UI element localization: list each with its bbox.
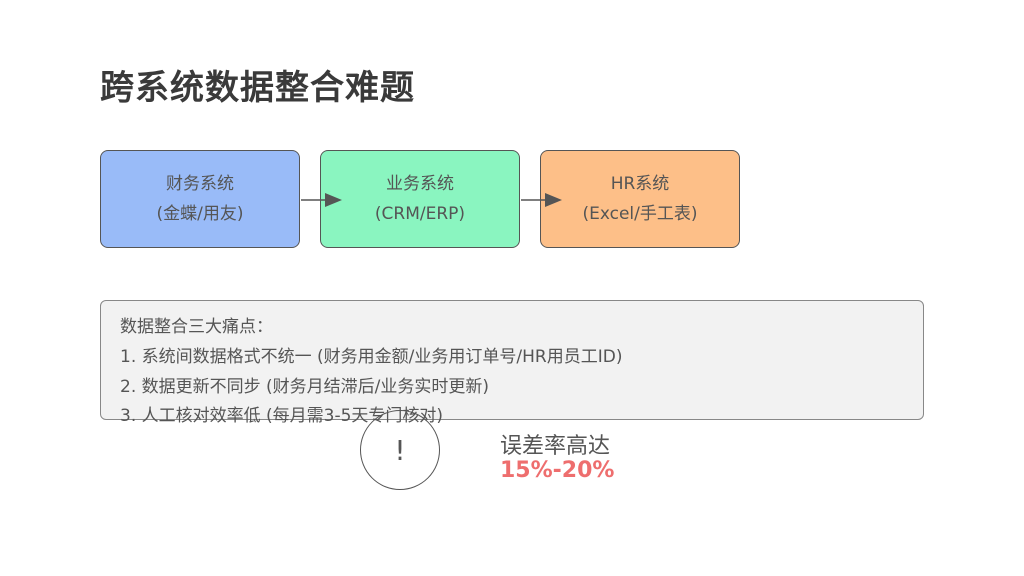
warning-icon: !: [360, 410, 440, 490]
business-system-box: 业务系统 (CRM/ERP): [320, 150, 520, 248]
business-system-detail: (CRM/ERP): [374, 204, 466, 224]
finance-system-name: 财务系统: [166, 174, 234, 194]
pain-point-item: 3. 人工核对效率低 (每月需3-5天专门核对): [120, 406, 444, 426]
finance-system-detail: (金蝶/用友): [156, 204, 244, 224]
pain-point-item: 1. 系统间数据格式不统一 (财务用金额/业务用订单号/HR用员工ID): [120, 347, 623, 367]
pain-point-item: 2. 数据更新不同步 (财务月结滞后/业务实时更新): [120, 377, 490, 397]
pain-points-heading: 数据整合三大痛点：: [120, 317, 273, 337]
hr-system-name: HR系统: [610, 174, 670, 194]
hr-system-detail: (Excel/手工表): [582, 204, 698, 224]
error-rate-label: 误差率高达: [500, 434, 611, 459]
error-rate-value: 15%-20%: [500, 458, 615, 483]
business-system-name: 业务系统: [386, 174, 454, 194]
page-title: 跨系统数据整合难题: [100, 68, 415, 108]
hr-system-box: HR系统 (Excel/手工表): [540, 150, 740, 248]
finance-system-box: 财务系统 (金蝶/用友): [100, 150, 300, 248]
pain-points-panel: [100, 300, 924, 420]
